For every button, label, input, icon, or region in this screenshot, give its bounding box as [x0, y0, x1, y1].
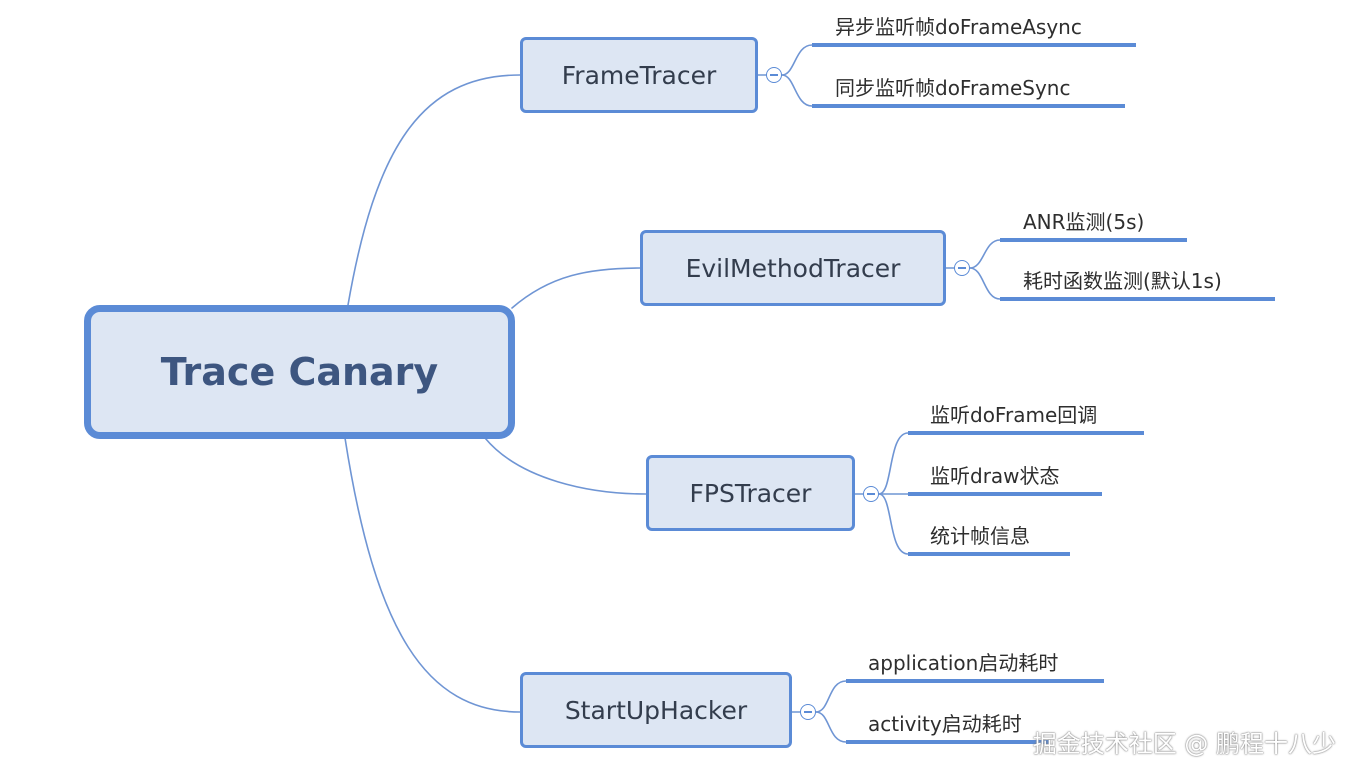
connector-root-fpstracer [484, 437, 647, 495]
connector-fpstracer-leaf-3 [878, 493, 909, 555]
connector-evilmethod-leaf-2 [969, 267, 1001, 300]
leaf-label[interactable]: 同步监听帧doFrameSync [835, 76, 1071, 100]
leaf-label[interactable]: 统计帧信息 [930, 524, 1030, 548]
collapse-toggle-startuphacker[interactable] [800, 704, 816, 720]
watermark-text: 掘金技术社区 @ 鹏程十八少 [1032, 730, 1336, 758]
branch-node-startuphacker[interactable]: StartUpHacker [520, 672, 792, 748]
leaf-label[interactable]: 监听draw状态 [930, 464, 1060, 488]
connector-frametracer-leaf-2 [781, 74, 813, 107]
collapse-toggle-fpstracer[interactable] [863, 486, 879, 502]
branch-node-fpstracer[interactable]: FPSTracer [646, 455, 855, 531]
connector-root-evilmethodtracer [511, 267, 641, 309]
leaf-label[interactable]: 异步监听帧doFrameAsync [835, 15, 1082, 39]
branch-node-frametracer[interactable]: FrameTracer [520, 37, 758, 113]
branch-node-label: EvilMethodTracer [685, 253, 901, 283]
collapse-toggle-evilmethodtracer[interactable] [954, 260, 970, 276]
connector-startup-leaf-1 [791, 680, 847, 713]
connector-startup-leaf-2 [815, 711, 847, 743]
branch-node-label: StartUpHacker [564, 695, 748, 725]
leaf-label[interactable]: activity启动耗时 [868, 712, 1022, 736]
branch-node-label: FPSTracer [689, 478, 812, 508]
leaf-label[interactable]: 耗时函数监测(默认1s) [1023, 269, 1222, 293]
root-node-label: Trace Canary [160, 350, 439, 394]
connector-frametracer-leaf-1 [757, 44, 813, 76]
root-node[interactable]: Trace Canary [84, 305, 515, 439]
leaf-label[interactable]: ANR监测(5s) [1023, 210, 1145, 234]
branch-node-label: FrameTracer [561, 60, 717, 90]
connector-root-startuphacker [344, 437, 521, 713]
connector-fpstracer-leaf-1 [854, 432, 909, 495]
branch-node-evilmethodtracer[interactable]: EvilMethodTracer [640, 230, 946, 306]
connector-evilmethod-leaf-1 [945, 239, 1001, 269]
connector-root-frametracer [347, 74, 521, 306]
leaf-label[interactable]: 监听doFrame回调 [930, 403, 1098, 427]
collapse-toggle-frametracer[interactable] [766, 67, 782, 83]
leaf-label[interactable]: application启动耗时 [868, 651, 1059, 675]
